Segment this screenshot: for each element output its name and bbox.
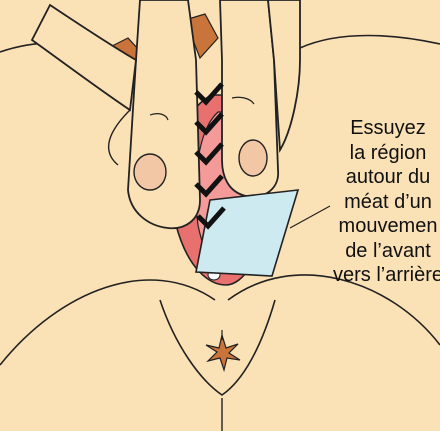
- caption-line-4: méat d’un: [318, 190, 440, 215]
- wiping-instruction-caption: Essuyez la région autour du méat d’un mo…: [318, 116, 440, 288]
- left-fingernail: [134, 154, 166, 190]
- left-finger: [128, 0, 200, 228]
- caption-line-5: mouvemen: [318, 214, 440, 239]
- caption-line-1: Essuyez: [318, 116, 440, 141]
- caption-line-7: vers l’arrière: [318, 263, 440, 288]
- caption-line-2: la région: [318, 141, 440, 166]
- caption-line-6: de l’avant: [318, 239, 440, 264]
- caption-line-3: autour du: [318, 165, 440, 190]
- right-fingernail: [239, 140, 267, 176]
